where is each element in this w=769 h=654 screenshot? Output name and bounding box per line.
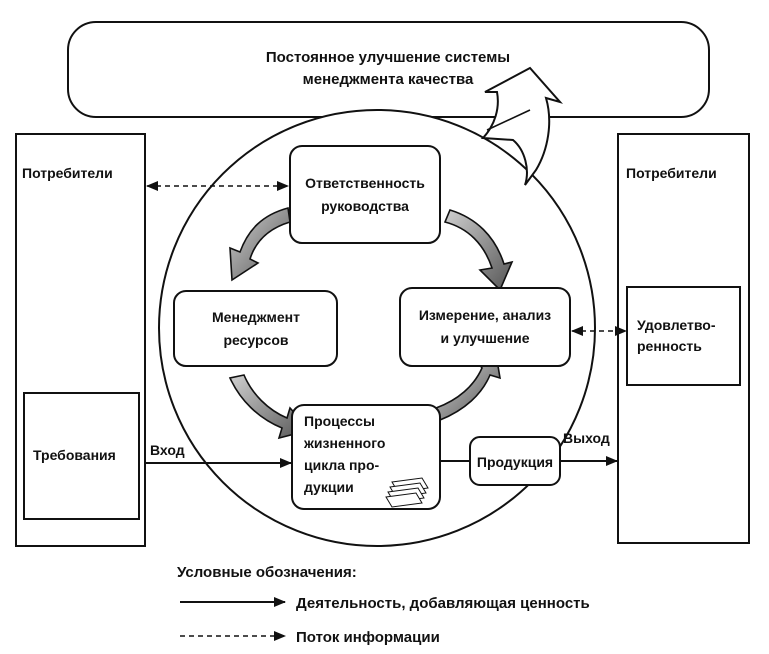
legend-solid-label: Деятельность, добавляющая ценность [296, 595, 590, 612]
satisfaction-label-line1: Удовлетво- [637, 317, 716, 333]
resource-management-line1: Менеджмент [212, 309, 300, 325]
legend-dashed-label: Поток информации [296, 629, 440, 646]
output-label: Выход [563, 430, 610, 446]
measurement-analysis-line2: и улучшение [440, 330, 529, 346]
left-customers-title: Потребители [22, 165, 113, 181]
product-realization-line2: жизненного [303, 435, 385, 451]
banner-title-line2: менеджмента качества [303, 71, 474, 88]
resource-management-line2: ресурсов [223, 332, 288, 348]
cycle-arrow-top-right [443, 209, 514, 292]
product-realization-line3: цикла про- [304, 457, 380, 473]
improvement-arrow-detail [486, 109, 531, 131]
documents-stack-icon [385, 477, 429, 508]
requirements-label: Требования [33, 447, 116, 463]
product-realization-line4: дукции [304, 479, 354, 495]
management-responsibility-line1: Ответственность [305, 175, 425, 191]
product-realization-line1: Процессы [304, 413, 375, 429]
measurement-analysis-box [399, 287, 571, 367]
input-label: Вход [150, 442, 185, 458]
satisfaction-label-line2: ренность [637, 338, 702, 354]
legend-title: Условные обозначения: [177, 564, 357, 581]
banner-title-line1: Постоянное улучшение системы [266, 49, 510, 66]
product-label: Продукция [477, 454, 553, 470]
satisfaction-box [626, 286, 741, 386]
measurement-analysis-line1: Измерение, анализ [419, 307, 551, 323]
requirements-box [23, 392, 140, 520]
improvement-arrow [480, 66, 564, 186]
resource-management-box [173, 290, 338, 367]
management-responsibility-line2: руководства [321, 198, 409, 214]
cycle-arrow-top-left [229, 206, 291, 282]
management-responsibility-box [289, 145, 441, 244]
continual-improvement-banner [67, 21, 710, 118]
right-customers-title: Потребители [626, 165, 717, 181]
